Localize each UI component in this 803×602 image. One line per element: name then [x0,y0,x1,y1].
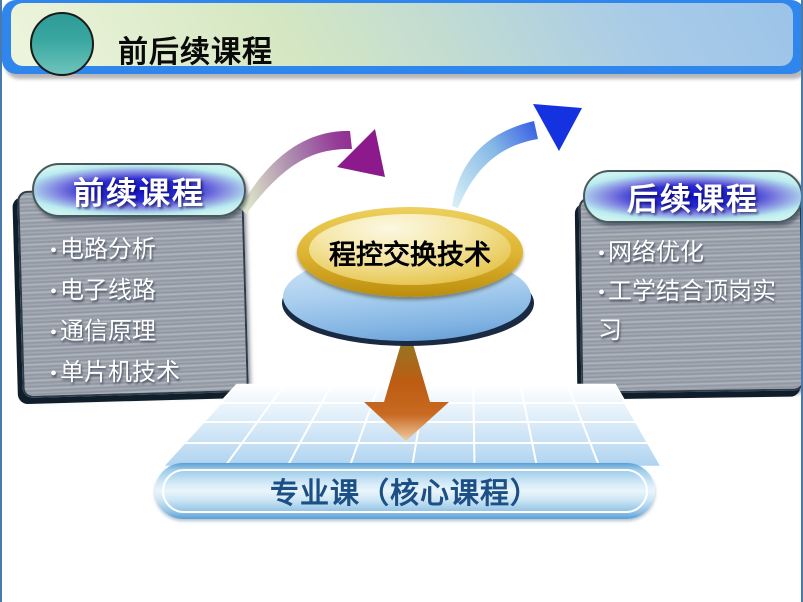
prev-courses-list: •电路分析 •电子线路 •通信原理 •单片机技术 [50,230,180,394]
list-item-label: 单片机技术 [60,360,181,386]
list-item-label: 通信原理 [60,319,157,345]
next-courses-header: 后续课程 [583,170,801,223]
teal-circle-icon [30,12,94,76]
core-category-banner: 专业课（核心课程） [155,463,655,519]
arrow-core-to-next [452,104,582,208]
bullet-icon: • [50,240,58,262]
next-courses-list: •网络优化 •工学结合顶岗实习 [598,234,790,350]
bullet-icon: • [50,322,58,344]
arrow-prev-to-core [240,129,385,214]
list-item: •单片机技术 [50,353,180,394]
core-disc-face [309,214,511,285]
list-item: •通信原理 [50,312,180,353]
prev-courses-title: 前续课程 [73,175,205,211]
list-item: •电子线路 [50,271,180,312]
arrow-core-to-banner [364,337,449,441]
list-item-label: 电子线路 [60,278,157,304]
bullet-icon: • [50,363,58,385]
list-item: •工学结合顶岗实习 [598,273,790,350]
page-title: 前后续课程 [118,36,273,69]
core-course-label: 程控交换技术 [329,240,491,270]
next-courses-title: 后续课程 [627,182,759,217]
prev-courses-header: 前续课程 [32,163,246,217]
bullet-icon: • [598,282,606,304]
banner-label: 专业课（核心课程） [269,478,540,510]
banner-inner-outline: 专业课（核心课程） [162,469,648,513]
list-item: •网络优化 [598,234,790,273]
header-band [11,3,793,66]
bullet-icon: • [50,281,58,303]
list-item-label: 工学结合顶岗实习 [598,279,777,344]
list-item-label: 网络优化 [608,240,705,266]
list-item: •电路分析 [50,230,180,271]
bullet-icon: • [598,243,606,265]
list-item-label: 电路分析 [60,237,157,263]
